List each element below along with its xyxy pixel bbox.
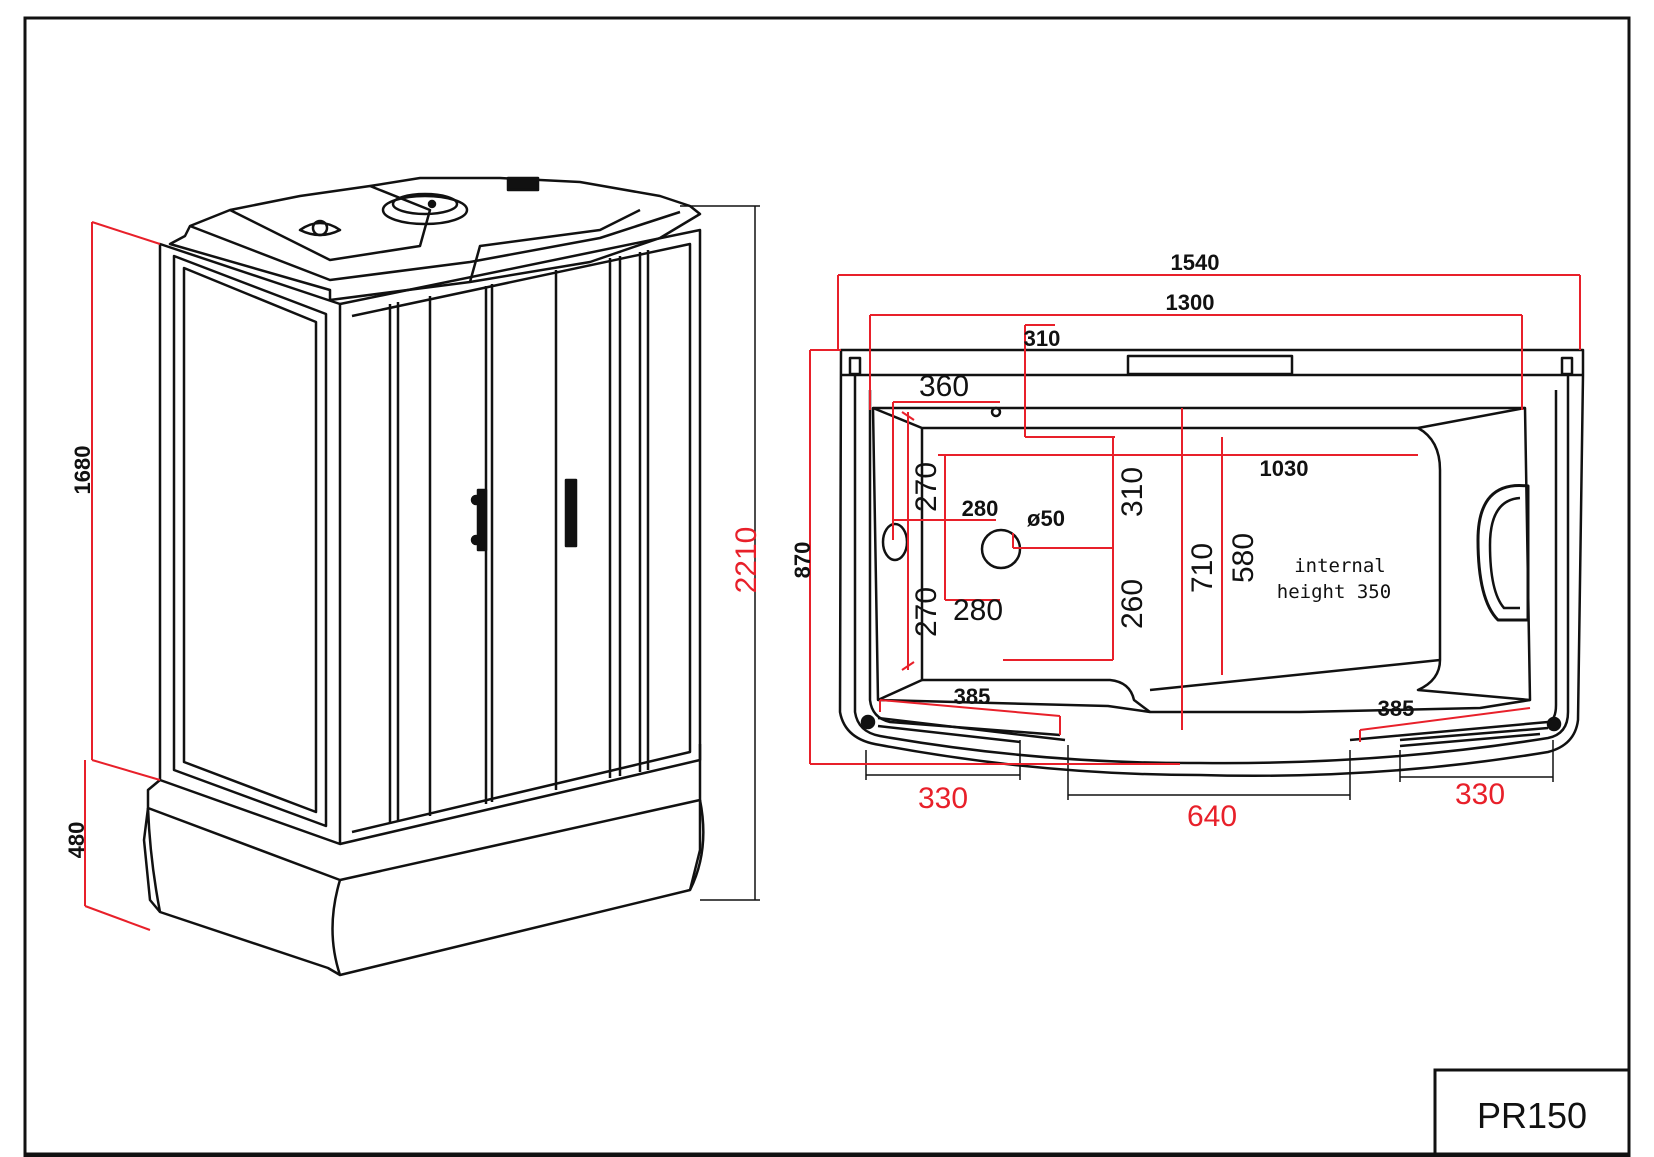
dim-580: 580 bbox=[1227, 533, 1260, 583]
dim-drain-diameter: ø50 bbox=[1027, 506, 1065, 531]
bathtub-plan bbox=[838, 348, 1585, 778]
dim-1680: 1680 bbox=[70, 446, 95, 495]
dim-640: 640 bbox=[1187, 800, 1237, 833]
title-block: PR150 bbox=[1433, 1068, 1631, 1157]
dim-330-left: 330 bbox=[918, 782, 968, 815]
dim-385-left: 385 bbox=[954, 684, 991, 709]
dim-870: 870 bbox=[790, 542, 815, 579]
dim-360: 360 bbox=[919, 370, 969, 403]
dim-330-right: 330 bbox=[1455, 778, 1505, 811]
model-number: PR150 bbox=[1477, 1095, 1587, 1136]
dim-1300: 1300 bbox=[1166, 290, 1215, 315]
note-height: height 350 bbox=[1277, 581, 1391, 603]
note-internal: internal bbox=[1294, 555, 1386, 577]
dim-710: 710 bbox=[1186, 543, 1219, 593]
shower-cabin-isometric bbox=[142, 176, 705, 977]
dim-385-right: 385 bbox=[1378, 696, 1415, 721]
dim-1030: 1030 bbox=[1260, 456, 1309, 481]
dim-310-right: 310 bbox=[1116, 467, 1149, 517]
dim-310-top: 310 bbox=[1024, 326, 1061, 351]
total-height-dimension bbox=[680, 205, 760, 901]
dim-270-upper: 270 bbox=[910, 462, 943, 512]
sheet-border bbox=[23, 16, 1631, 1157]
side-dimension-lines bbox=[84, 221, 161, 931]
dim-1540: 1540 bbox=[1171, 250, 1220, 275]
dim-270-lower: 270 bbox=[910, 587, 943, 637]
plan-dimension-lines-black bbox=[865, 740, 1554, 800]
dim-480: 480 bbox=[64, 822, 89, 859]
dim-280-upper: 280 bbox=[962, 496, 999, 521]
dim-260: 260 bbox=[1116, 579, 1149, 629]
dim-280-lower: 280 bbox=[953, 594, 1003, 627]
dim-2210: 2210 bbox=[730, 527, 763, 594]
plan-dimension-lines-red bbox=[809, 274, 1581, 765]
